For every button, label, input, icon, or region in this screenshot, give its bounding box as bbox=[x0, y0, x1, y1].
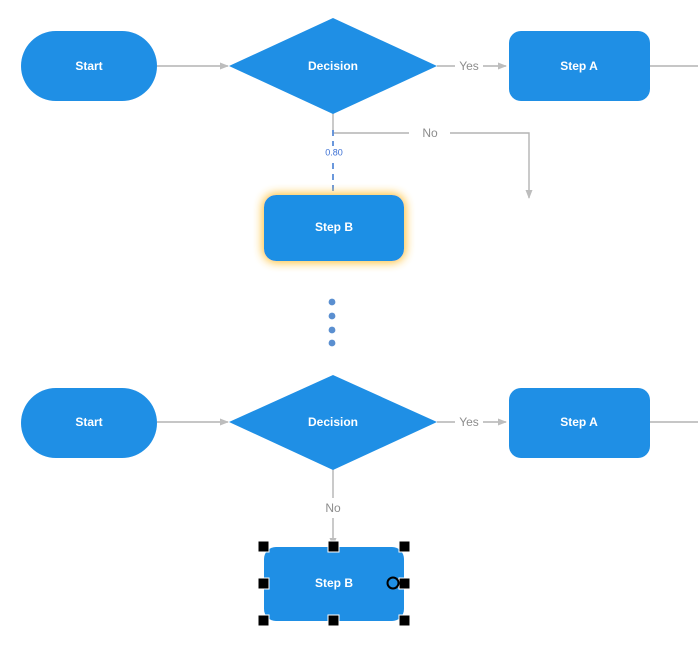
node-decision-2[interactable]: Decision bbox=[229, 375, 437, 470]
variant-separator-ellipsis bbox=[328, 298, 336, 347]
edge-label-group-top: Yes No 0.80 bbox=[318, 58, 483, 159]
edge-label-yes: Yes bbox=[459, 59, 479, 73]
node-step-a[interactable]: Step A bbox=[509, 31, 650, 101]
resize-handle-middle-right[interactable] bbox=[398, 577, 411, 590]
resize-handle-bottom-center[interactable] bbox=[327, 614, 340, 627]
variant-bottom: Start Decision Step A Step B Yes bbox=[21, 375, 698, 627]
edge-decision-no-right[interactable] bbox=[450, 132, 533, 199]
edge-decision-no-left[interactable] bbox=[332, 112, 409, 134]
edge-label-yes-2: Yes bbox=[459, 415, 479, 429]
resize-handle-top-center[interactable] bbox=[327, 540, 340, 553]
resize-handle-bottom-left[interactable] bbox=[257, 614, 270, 627]
node-decision[interactable]: Decision bbox=[229, 18, 437, 114]
node-start[interactable]: Start bbox=[21, 31, 157, 101]
resize-handle-top-right[interactable] bbox=[398, 540, 411, 553]
node-step-b-highlighted[interactable]: Step B bbox=[264, 195, 404, 261]
node-start-2[interactable]: Start bbox=[21, 388, 157, 458]
variant-top: Start Decision Step A Step B Yes bbox=[21, 18, 698, 261]
resize-handle-bottom-right[interactable] bbox=[398, 614, 411, 627]
edge-label-probability: 0.80 bbox=[325, 147, 343, 157]
resize-handle-top-left[interactable] bbox=[257, 540, 270, 553]
ellipsis-dot bbox=[328, 326, 336, 334]
node-step-b-selected[interactable]: Step B bbox=[264, 547, 404, 621]
edge-label-no: No bbox=[422, 126, 438, 140]
node-step-a-2[interactable]: Step A bbox=[509, 388, 650, 458]
ellipsis-dot bbox=[328, 339, 336, 347]
resize-handle-middle-left[interactable] bbox=[257, 577, 270, 590]
selection-handles[interactable] bbox=[257, 540, 411, 627]
ellipsis-dot bbox=[328, 298, 336, 306]
edge-label-no-2: No bbox=[325, 501, 341, 515]
ellipsis-dot bbox=[328, 312, 336, 320]
rotate-handle-icon[interactable] bbox=[386, 576, 400, 590]
edge-label-group-bottom: Yes No bbox=[320, 414, 483, 516]
